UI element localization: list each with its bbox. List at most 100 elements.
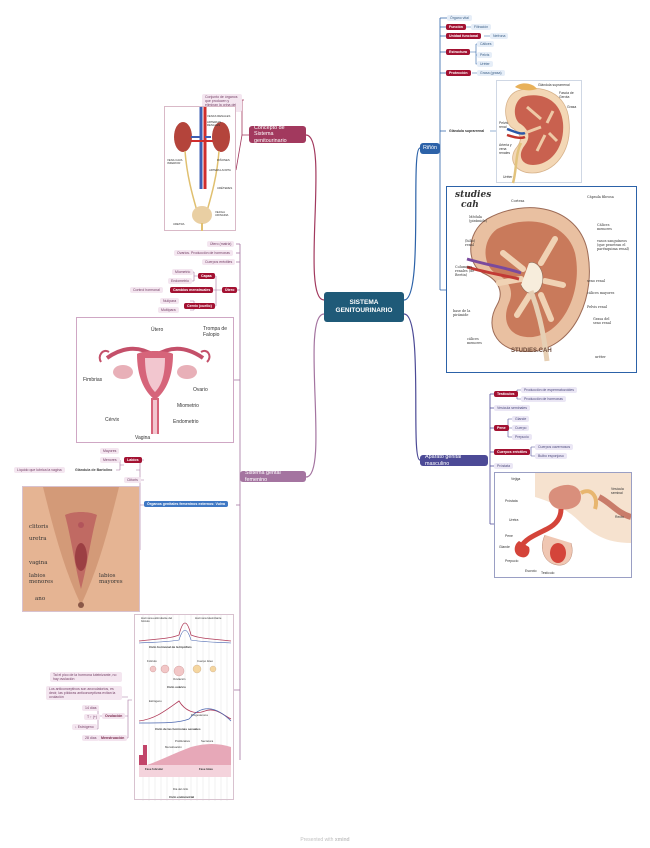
cycle-progesterona: Progesterona [191, 713, 208, 717]
vulva-fig-labios-mayores: labios mayores [99, 573, 123, 585]
fig1-grasa: Grasa [567, 105, 577, 109]
branch-femenino[interactable]: Sistema gental femenino [240, 470, 306, 483]
footer-brand[interactable]: xmind [334, 837, 350, 843]
fig1-fascia: Fascia de Gerota [559, 91, 574, 99]
topic-anticonceptivos[interactable]: Los anticonceptivos son anovulatorios, e… [46, 686, 122, 701]
topic-utero[interactable]: Útero [222, 287, 238, 294]
vulva-illustration [23, 487, 139, 611]
cycle-ovarico: Ciclo ovárico [167, 685, 186, 689]
topic-capas[interactable]: Capas [198, 273, 215, 280]
cycle-endometrial: Ciclo endometrial [169, 795, 195, 799]
topic-clitoris[interactable]: Clítoris [124, 477, 141, 484]
topic-calices[interactable]: Cálices [477, 41, 495, 48]
topic-nefrona[interactable]: Nefrona [490, 33, 509, 40]
male-fig-vesicula: Vesícula seminal [611, 487, 624, 495]
uterus-fig-miometrio: Miometrio [177, 403, 199, 409]
topic-unidad-funcional[interactable]: Unidad funcional [446, 33, 482, 40]
topic-cuerpo[interactable]: Cuerpo [512, 425, 530, 432]
topic-nuliparas[interactable]: Nulípara [160, 298, 180, 305]
uterus-figure: Útero Trompa de Falopio Fimbrias Ovario … [76, 317, 234, 443]
topic-pelvis[interactable]: Pelvis [477, 52, 493, 59]
fig2-studies-logo: studies [455, 190, 492, 200]
fig2-seno: seno renal [587, 279, 605, 283]
topic-cambios[interactable]: Cambios menstruales [170, 287, 214, 294]
topic-cuerpos-cavernosos[interactable]: Cuerpos cavernosos [535, 444, 574, 451]
topic-prepucio[interactable]: Prepucio [512, 434, 532, 441]
topic-estrogenos[interactable]: ↓ Estrógeno [72, 724, 97, 731]
topic-multiparas[interactable]: Multípara [158, 307, 179, 314]
topic-cervix[interactable]: Cervix (cuello) [184, 303, 215, 310]
fig2-columnas: Columnas renales (de Bertin) [455, 265, 475, 277]
cycle-menstruacion-bar: Menstruación [165, 745, 182, 749]
urinary-fig-aorta: ARTERIA AORTA [209, 168, 231, 172]
branch-concepto-label: Concepto de Sistema genitourinario [254, 124, 287, 144]
branch-femenino-label: Sistema gental femenino [245, 470, 281, 483]
topic-vulva[interactable]: Órganos genitales femeninos externos: Vu… [144, 501, 228, 508]
cycle-cuerpo-luteo: Cuerpo lúteo [197, 659, 214, 663]
topic-miometrio[interactable]: Miometrio [172, 269, 194, 276]
topic-funcion[interactable]: Función [446, 24, 466, 31]
fig2-calices-mayores: cálices mayores [587, 291, 615, 295]
urinary-fig-uretra: URETRA [173, 222, 185, 226]
topic-bartolini[interactable]: Glándula de Bartolino [72, 467, 116, 474]
male-fig-vejiga: Vejiga [511, 477, 521, 481]
uterus-fig-utero: Útero [151, 327, 164, 333]
topic-control[interactable]: Control hormonal [130, 287, 163, 294]
topic-prod-esperma[interactable]: Producción de espermatozoides [521, 387, 578, 394]
topic-filtracion[interactable]: Filtración [471, 24, 492, 31]
topic-cuerpos-ereciles[interactable]: Cuerpos eréctiles [202, 259, 236, 266]
male-fig-testiculo: Testículo [541, 571, 555, 575]
fig2-calices-menores: Cálices menores [597, 223, 612, 231]
topic-testiculos[interactable]: Testículos [494, 391, 518, 398]
topic-vesiculas[interactable]: Vesícula seminales [494, 405, 530, 412]
male-fig-pene: Pene [505, 534, 513, 538]
fig1-arteria: Arteria y vena renales [499, 143, 512, 155]
topic-grasa[interactable]: Grasa (grasa) [477, 70, 505, 77]
topic-temp[interactable]: T ↑ (+) [84, 714, 101, 721]
cycle-fase-lutea: Fase lútea [199, 767, 213, 771]
fig2-ureter: uréter [595, 355, 606, 359]
topic-ovulacion-note[interactable]: Tal el pico de la hormona luteinizante, … [50, 672, 122, 683]
topic-utero-matriz[interactable]: Útero (matriz) [207, 241, 235, 248]
topic-glande[interactable]: Glande [512, 416, 530, 423]
branch-concepto[interactable]: Concepto de Sistema genitourinario [249, 124, 306, 144]
topic-glandula-suprarrenal[interactable]: Glándula suprarrenal [449, 129, 485, 133]
fig2-vasos: vasos sanguíneos (que penetran el parénq… [597, 239, 629, 251]
topic-lubrica[interactable]: Líquido que lubrica la vagina [14, 467, 65, 474]
uterus-fig-ovario: Ovario [193, 387, 208, 393]
topic-estructura[interactable]: Estructura [446, 49, 470, 56]
vulva-fig-ano: ano [35, 596, 46, 602]
fig1-ureter: Uréter [503, 175, 513, 179]
urinary-system-figure: VENAS RENALES ARTERIAS RENALES VENA CAVA… [164, 106, 236, 231]
topic-14-dias[interactable]: 14 días [82, 705, 100, 712]
cycle-fase-folicular: Fase folicular [145, 767, 164, 771]
urinary-fig-vejiga: VEJIGA URINARIA [215, 210, 229, 218]
topic-cuerpos-erectiles[interactable]: Cuerpos eréctiles [494, 449, 531, 456]
topic-labios[interactable]: Labios [124, 457, 142, 464]
uterus-fig-trompa: Trompa de Falopio [203, 326, 227, 338]
topic-28-dias[interactable]: 28 días [82, 735, 100, 742]
topic-pene[interactable]: Pene [494, 425, 509, 432]
topic-bulbo[interactable]: Bulbo esponjoso [535, 453, 567, 460]
topic-menores[interactable]: Menores [100, 457, 120, 464]
male-anatomy-figure: Vejiga Vesícula seminal Próstata Recto U… [494, 472, 632, 578]
topic-ovulacion[interactable]: Ovulación [102, 713, 126, 720]
cycle-secretora: Secretora [201, 739, 214, 743]
topic-endometrio[interactable]: Endometrio [168, 278, 192, 285]
fig2-calices-m: cálices menores [467, 337, 482, 345]
topic-ureter[interactable]: Uréter [477, 61, 493, 68]
fig1-glandula: Glándula suprarrenal [538, 83, 570, 87]
topic-mayores[interactable]: Mayores [100, 448, 120, 455]
topic-ovarios[interactable]: Ovarios. Producción de hormonas [174, 250, 233, 257]
male-fig-glande: Glande [499, 545, 510, 549]
male-fig-prepucio: Prepucio [505, 559, 519, 563]
topic-menstruacion[interactable]: Menstruación [98, 735, 128, 742]
branch-aparato-masculino[interactable]: Aparato genital masculino [420, 454, 488, 467]
branch-rinon[interactable]: Riñón [420, 143, 440, 154]
topic-proteccion[interactable]: Protección [446, 70, 471, 77]
cycle-ovulacion: Ovulación [173, 677, 186, 681]
topic-prostata[interactable]: Próstata [494, 463, 514, 470]
topic-organo-vital[interactable]: Órgano vital [447, 15, 472, 22]
topic-prod-hormonas[interactable]: Producción de hormonas [521, 396, 566, 403]
